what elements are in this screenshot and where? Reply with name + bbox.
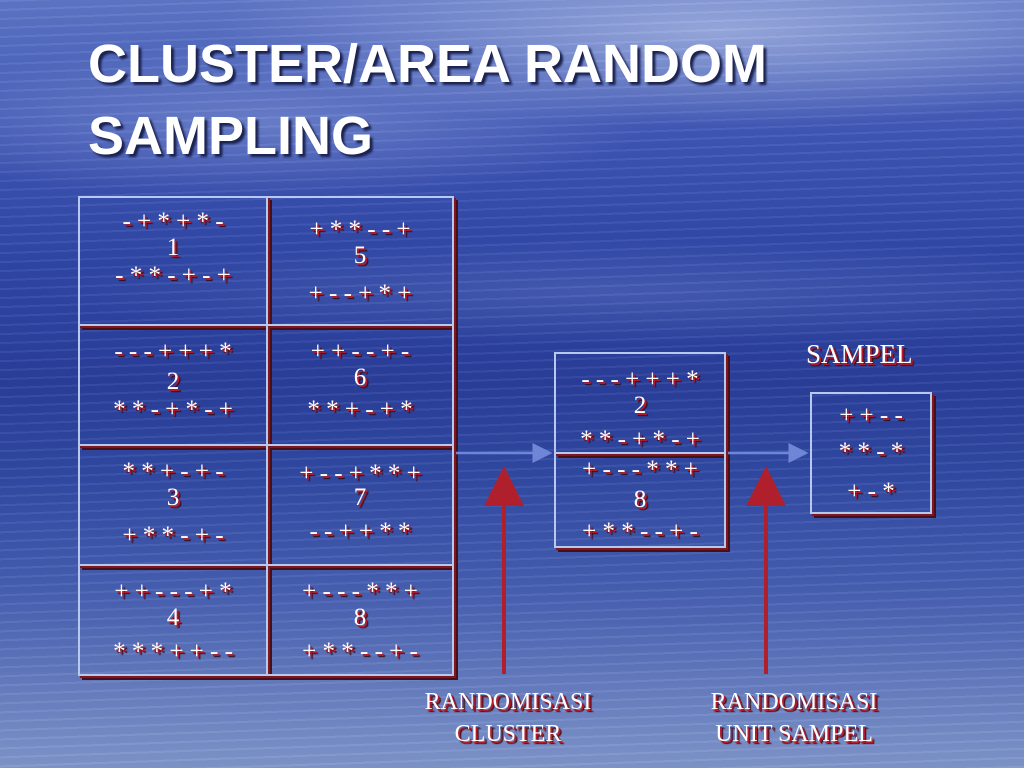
population-cluster-4: + + - - - + * 4 * * * + + - - xyxy=(78,564,268,676)
cluster-bottom-row: + * * - - + - xyxy=(582,518,698,545)
population-cluster-6: + + - - + - 6 * * + - + * xyxy=(266,324,454,446)
cluster-bottom-row: - * * - + - + xyxy=(115,262,231,289)
slide-title-line-2: SAMPLING xyxy=(88,106,374,166)
cluster-top-row: - + * + * - xyxy=(122,208,224,235)
sample-heading: SAMPEL xyxy=(806,339,913,369)
cluster-top-row: + + - - + - xyxy=(310,338,410,365)
cluster-number: 2 xyxy=(166,368,180,395)
cluster-number: 7 xyxy=(353,484,367,511)
cluster-bottom-row: + - - + * + xyxy=(308,280,412,307)
label-randomisasi-cluster: RANDOMISASI CLUSTER xyxy=(398,686,618,750)
population-cluster-7: + - - + * * + 7 - - + + * * xyxy=(266,444,454,566)
cluster-top-row: + - - - * * + xyxy=(302,578,418,605)
cluster-bottom-row: * * - + * - + xyxy=(580,426,700,453)
label-line: RANDOMISASI xyxy=(424,689,592,715)
cluster-number: 8 xyxy=(353,604,367,631)
slide-title-line-1: CLUSTER/AREA RANDOM xyxy=(88,34,767,94)
label-line: RANDOMISASI xyxy=(710,689,878,715)
cluster-number: 3 xyxy=(166,484,180,511)
cluster-top-row: - - - + + + * xyxy=(581,366,699,393)
cluster-bottom-row: + * * - + - xyxy=(122,522,224,549)
population-cluster-2: - - - + + + * 2 * * - + * - + xyxy=(78,324,268,446)
cluster-bottom-row: * * + - + * xyxy=(307,396,413,423)
sample-row-2: * * - * xyxy=(838,438,904,465)
sample-box: + + - - * * - * + - * xyxy=(810,392,932,514)
selected-cluster-2: - - - + + + * 2 * * - + * - + xyxy=(554,352,726,454)
cluster-bottom-row: + * * - - + - xyxy=(302,638,418,665)
cluster-top-row: + + - - - + * xyxy=(114,578,232,605)
label-randomisasi-unit-sampel: RANDOMISASI UNIT SAMPEL xyxy=(684,686,904,750)
population-cluster-5: + * * - - + 5 + - - + * + xyxy=(266,196,454,326)
cluster-bottom-row: * * - + * - + xyxy=(113,396,233,423)
cluster-number: 8 xyxy=(633,486,647,513)
cluster-top-row: * * + - + - xyxy=(122,458,224,485)
cluster-top-row: + - - + * * + xyxy=(299,460,421,487)
slide-title: CLUSTER/AREA RANDOM SAMPLING xyxy=(88,28,767,172)
sample-row-3: + - * xyxy=(847,478,895,505)
label-line: CLUSTER xyxy=(454,721,562,747)
cluster-number: 6 xyxy=(353,364,367,391)
cluster-number: 4 xyxy=(166,604,180,631)
population-cluster-8: + - - - * * + 8 + * * - - + - xyxy=(266,564,454,676)
cluster-bottom-row: - - + + * * xyxy=(309,518,411,545)
cluster-bottom-row: * * * + + - - xyxy=(113,638,233,665)
cluster-top-row: - - - + + + * xyxy=(114,338,232,365)
cluster-number: 5 xyxy=(353,242,367,269)
cluster-number: 2 xyxy=(633,392,647,419)
label-line: UNIT SAMPEL xyxy=(715,721,873,747)
sample-row-1: + + - - xyxy=(839,402,903,429)
cluster-number: 1 xyxy=(166,234,180,261)
selected-cluster-8: + - - - * * + 8 + * * - - + - xyxy=(554,452,726,548)
cluster-top-row: + * * - - + xyxy=(309,216,411,243)
cluster-top-row: + - - - * * + xyxy=(582,456,698,483)
